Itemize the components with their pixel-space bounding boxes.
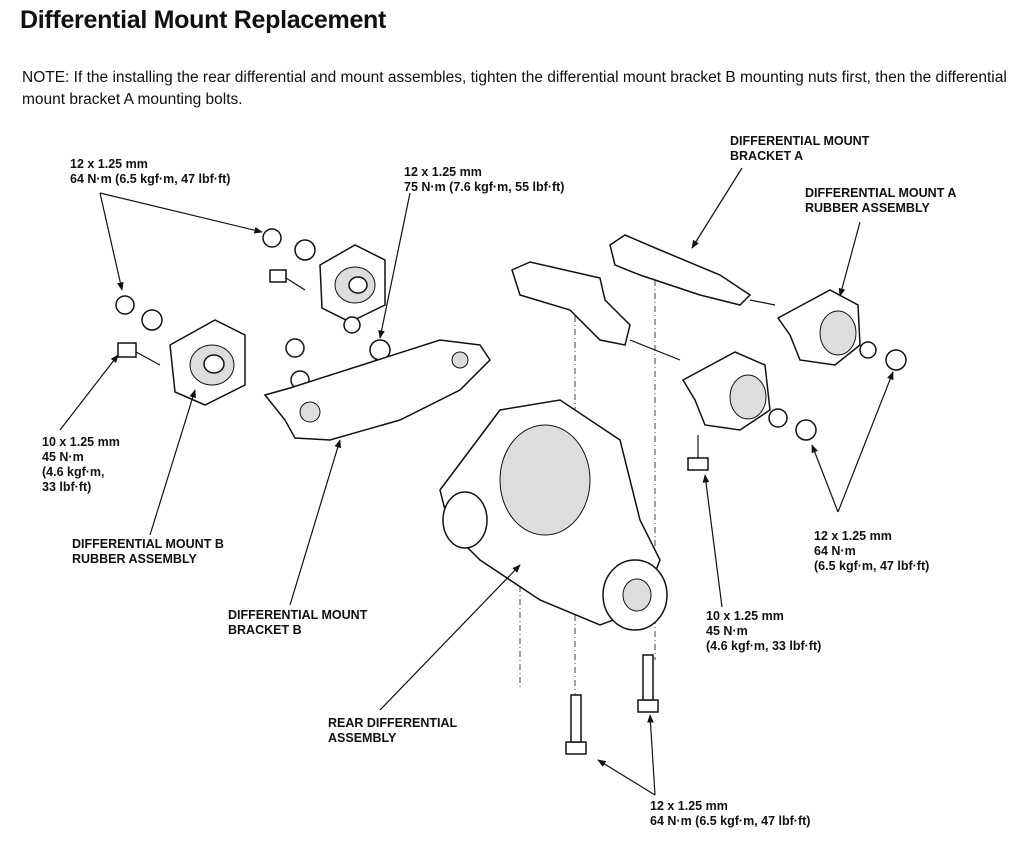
note-text: NOTE: If the installing the rear differe… [22, 69, 1007, 108]
nut-center-set [285, 316, 391, 390]
bracket-a-part [609, 234, 752, 306]
bolt-left [117, 269, 306, 366]
mount-b-rubber-left-part [169, 319, 246, 406]
bolt-mid [687, 435, 709, 471]
leader-lines [59, 167, 894, 796]
bracket-upper-part [511, 261, 631, 346]
mount-b-rubber-right-part [319, 244, 386, 323]
mount-a-rubber-lower-part [681, 351, 817, 441]
bolt-bottom [565, 654, 659, 755]
mount-a-rubber-right-part [776, 289, 907, 371]
rear-differential-part [439, 399, 668, 631]
bracket-b-part [263, 339, 491, 441]
nut-top-left-set [115, 228, 316, 331]
page-title: Differential Mount Replacement [20, 6, 387, 34]
